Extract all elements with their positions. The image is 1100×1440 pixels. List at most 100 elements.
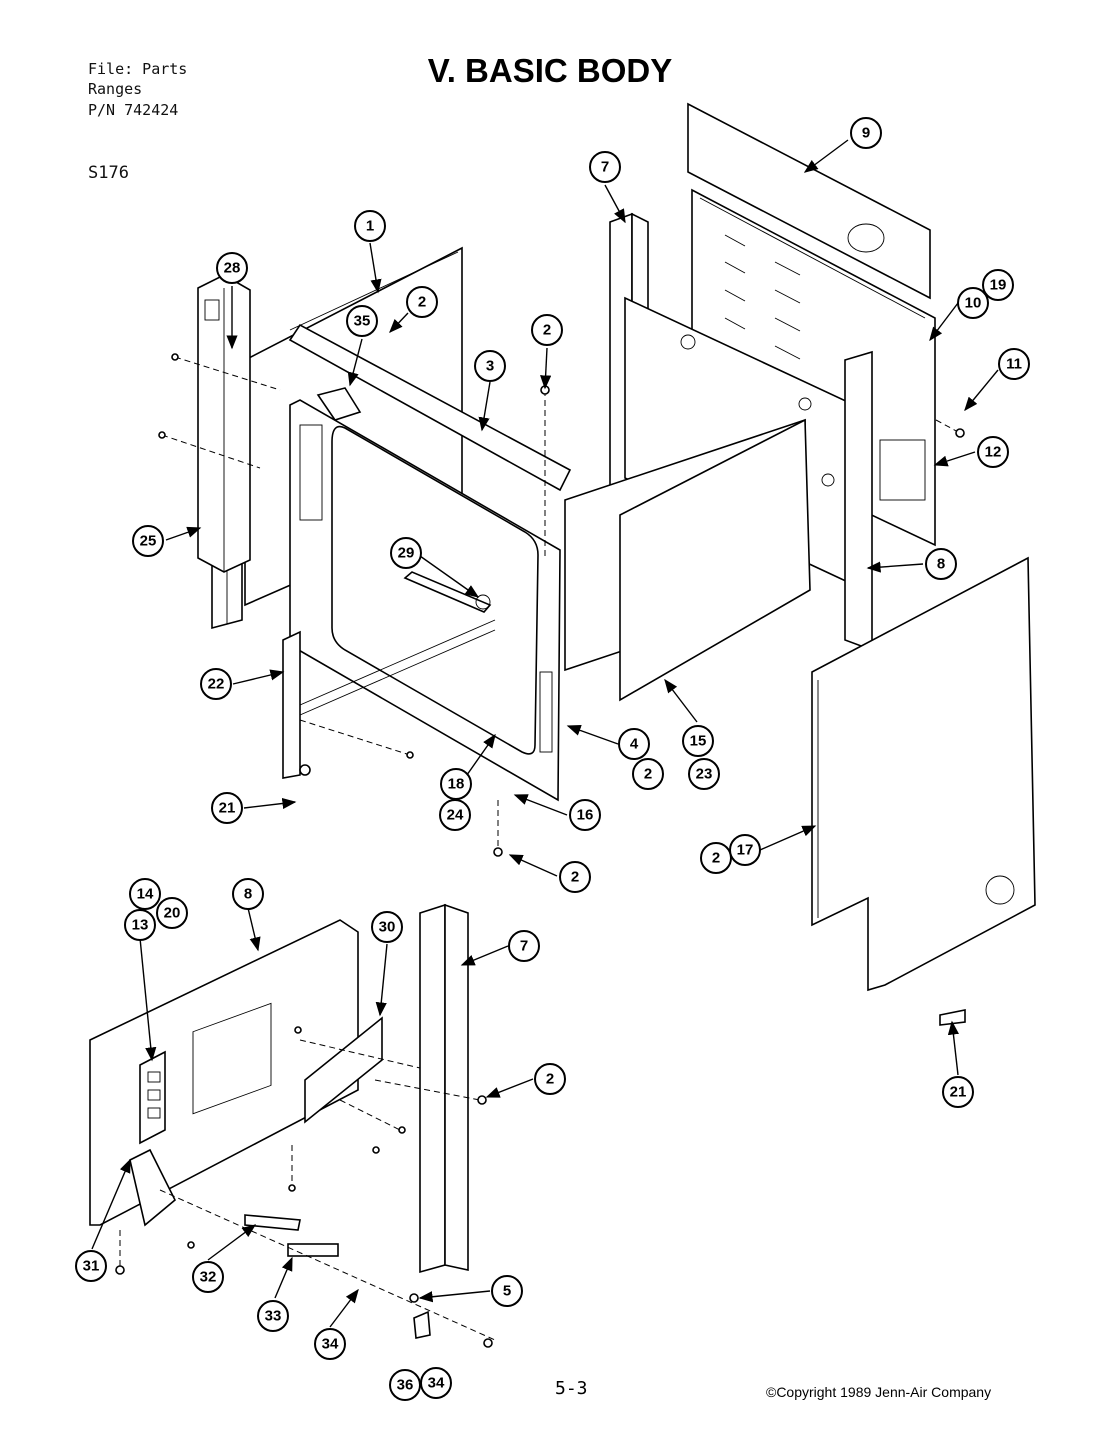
- callout-21: 21: [211, 792, 243, 824]
- callout-2: 2: [406, 286, 438, 318]
- svg-text:5: 5: [503, 1283, 511, 1300]
- svg-text:16: 16: [577, 807, 594, 824]
- svg-text:7: 7: [601, 159, 609, 176]
- part-number-label: P/N 742424: [88, 101, 179, 119]
- top-brace: [288, 323, 572, 492]
- ranges-label: Ranges: [88, 80, 143, 98]
- callout-14: 14: [129, 878, 161, 910]
- callout-7: 7: [508, 930, 540, 962]
- svg-text:36: 36: [397, 1377, 414, 1394]
- page-title: V. BASIC BODY: [427, 52, 673, 89]
- svg-text:22: 22: [208, 676, 225, 693]
- svg-text:4: 4: [630, 736, 639, 753]
- svg-text:23: 23: [696, 766, 713, 783]
- callout-2: 2: [632, 758, 664, 790]
- svg-text:19: 19: [990, 277, 1007, 294]
- callout-23: 23: [688, 758, 720, 790]
- copyright-notice: ©Copyright 1989 Jenn-Air Company: [766, 1384, 992, 1400]
- callout-3: 3: [474, 350, 506, 382]
- callout-1: 1: [354, 210, 386, 242]
- svg-text:2: 2: [418, 294, 426, 311]
- callout-2: 2: [700, 842, 732, 874]
- callout-circles: 1 28 2 35 2 3 7 9 19 10 11 12 8 25 29 22…: [75, 117, 1030, 1401]
- callout-7: 7: [589, 151, 621, 183]
- callout-15: 15: [682, 725, 714, 757]
- callout-22: 22: [200, 668, 232, 700]
- svg-text:9: 9: [862, 125, 870, 142]
- svg-text:11: 11: [1006, 356, 1022, 373]
- callout-35: 35: [346, 305, 378, 337]
- svg-text:33: 33: [265, 1308, 282, 1325]
- callout-30: 30: [371, 911, 403, 943]
- callout-10: 10: [957, 287, 989, 319]
- callout-29: 29: [390, 537, 422, 569]
- callout-17: 17: [729, 834, 761, 866]
- svg-text:2: 2: [712, 850, 720, 867]
- svg-text:1: 1: [366, 218, 374, 235]
- corner-post-lower: [419, 903, 469, 1274]
- svg-text:13: 13: [132, 917, 149, 934]
- svg-text:31: 31: [83, 1258, 100, 1275]
- svg-text:2: 2: [644, 766, 652, 783]
- leader-lines: [91, 139, 999, 1328]
- svg-text:17: 17: [737, 842, 754, 859]
- svg-text:34: 34: [322, 1336, 339, 1353]
- callout-12: 12: [977, 436, 1009, 468]
- svg-text:14: 14: [137, 886, 154, 903]
- callout-20: 20: [156, 897, 188, 929]
- side-brace-upper: [844, 350, 873, 652]
- svg-text:24: 24: [447, 807, 464, 824]
- svg-text:25: 25: [140, 533, 157, 550]
- oven-liner: [564, 296, 866, 702]
- junction-box: [197, 274, 251, 573]
- svg-text:34: 34: [428, 1375, 445, 1392]
- callout-2: 2: [559, 861, 591, 893]
- svg-text:21: 21: [219, 800, 236, 817]
- svg-text:12: 12: [985, 444, 1002, 461]
- hardware-lines: [119, 356, 961, 1341]
- svg-text:20: 20: [164, 905, 181, 922]
- lower-hardware: [129, 1148, 431, 1339]
- callout-24: 24: [439, 799, 471, 831]
- svg-text:28: 28: [224, 260, 241, 277]
- svg-text:35: 35: [354, 313, 371, 330]
- svg-text:2: 2: [546, 1071, 554, 1088]
- callout-25: 25: [132, 525, 164, 557]
- svg-text:2: 2: [543, 322, 551, 339]
- svg-text:8: 8: [244, 886, 252, 903]
- file-label: File: Parts: [88, 60, 188, 78]
- callout-28: 28: [216, 252, 248, 284]
- svg-text:2: 2: [571, 869, 579, 886]
- svg-text:8: 8: [937, 556, 945, 573]
- callout-18: 18: [440, 768, 472, 800]
- callout-8: 8: [232, 878, 264, 910]
- callout-5: 5: [491, 1275, 523, 1307]
- callout-34: 34: [420, 1367, 452, 1399]
- svg-text:3: 3: [486, 358, 494, 375]
- callout-32: 32: [192, 1261, 224, 1293]
- callout-34: 34: [314, 1328, 346, 1360]
- side-panel: [811, 556, 1036, 992]
- callout-19: 19: [982, 269, 1014, 301]
- callout-8: 8: [925, 548, 957, 580]
- svg-text:30: 30: [379, 919, 396, 936]
- callout-2: 2: [534, 1063, 566, 1095]
- svg-text:15: 15: [690, 733, 707, 750]
- front-frame: [289, 399, 561, 802]
- top-back-panel: [687, 102, 931, 300]
- callout-9: 9: [850, 117, 882, 149]
- svg-text:18: 18: [448, 776, 465, 793]
- svg-text:32: 32: [200, 1269, 217, 1286]
- callout-16: 16: [569, 799, 601, 831]
- shelf-rail: [403, 571, 492, 613]
- callout-33: 33: [257, 1300, 289, 1332]
- callout-21: 21: [942, 1076, 974, 1108]
- lower-front-frame: [282, 619, 496, 779]
- page-number: 5-3: [555, 1378, 588, 1399]
- callout-36: 36: [389, 1369, 421, 1401]
- model-label: S176: [88, 163, 129, 183]
- svg-text:10: 10: [965, 295, 982, 312]
- svg-text:7: 7: [520, 938, 528, 955]
- svg-text:21: 21: [950, 1084, 967, 1101]
